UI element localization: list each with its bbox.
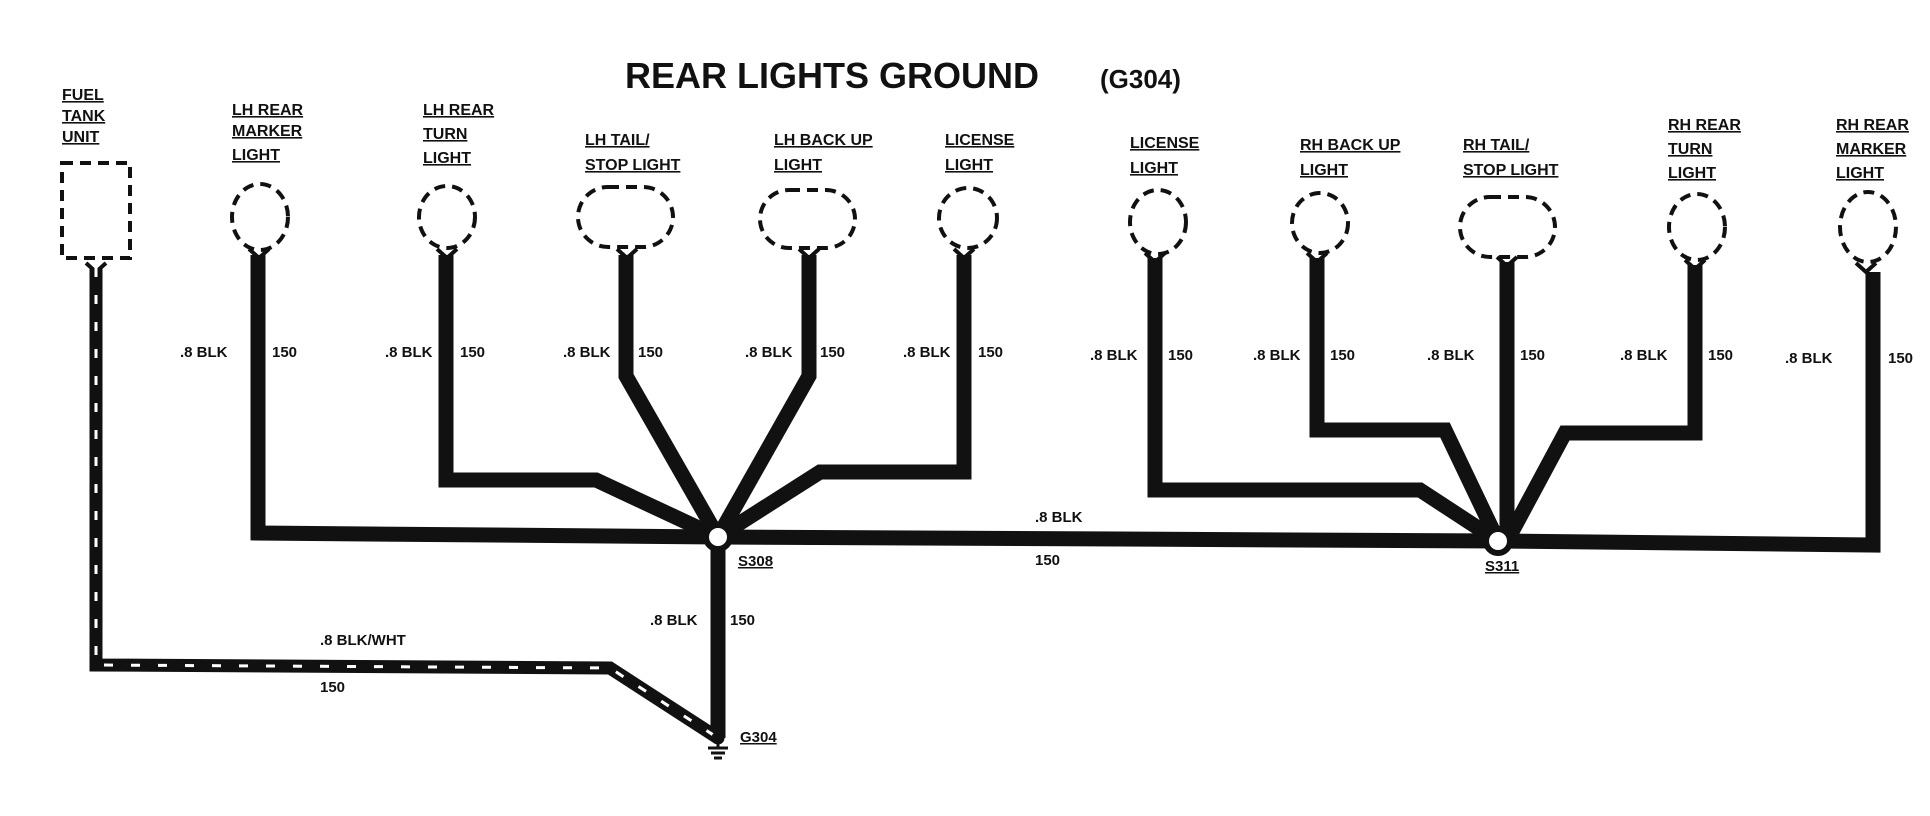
wire-label-trunk-color: .8 BLK — [1035, 509, 1083, 526]
wires-s311 — [1147, 258, 1703, 548]
fuel-tank-unit-label-line3: UNIT — [62, 129, 100, 146]
wire-label-lh-back-up-color: .8 BLK — [745, 344, 793, 361]
wire-label-lh-rear-marker-circuit: 150 — [272, 344, 297, 361]
lh-tail-stop-lamp — [576, 185, 675, 249]
rh-rear-turn-label-line3: LIGHT — [1668, 165, 1716, 182]
wire-label-license-right-color: .8 BLK — [1090, 347, 1138, 364]
wire-label-rh-back-up-circuit: 150 — [1330, 347, 1355, 364]
ground-label: G304 — [740, 729, 777, 746]
wire-label-lh-rear-turn-circuit: 150 — [460, 344, 485, 361]
wire-lh-rear-turn — [438, 255, 722, 544]
wire-label-rh-rear-marker-color: .8 BLK — [1785, 350, 1833, 367]
wire-label-trunk-circuit: 150 — [1035, 552, 1060, 569]
wire-license-right — [1147, 258, 1503, 548]
diagram-title-code: (G304) — [1100, 64, 1181, 94]
wire-label-ground-color: .8 BLK — [650, 612, 698, 629]
rh-tail-stop-label-line2: STOP LIGHT — [1463, 162, 1559, 179]
wire-label-rh-rear-turn-circuit: 150 — [1708, 347, 1733, 364]
splice-s308-label: S308 — [738, 553, 773, 570]
rh-back-up-lamp — [1290, 191, 1350, 255]
rh-rear-turn-label-line1: RH REAR — [1668, 117, 1741, 134]
wire-label-rh-tail-stop-circuit: 150 — [1520, 347, 1545, 364]
wire-lh-back-up — [711, 255, 817, 541]
license-right-lamp — [1128, 188, 1188, 256]
wire-label-rh-back-up-color: .8 BLK — [1253, 347, 1301, 364]
lh-rear-turn-label-line1: LH REAR — [423, 102, 495, 119]
lh-rear-turn-label-line2: TURN — [423, 126, 467, 143]
wire-label-fuel-tank-color: .8 BLK/WHT — [320, 632, 406, 649]
wire-label-lh-rear-marker-color: .8 BLK — [180, 344, 228, 361]
wire-label-license-left-circuit: 150 — [978, 344, 1003, 361]
wire-trunk-s308-s311 — [717, 529, 1499, 549]
rh-rear-turn-label-line2: TURN — [1668, 141, 1712, 158]
wire-label-rh-rear-marker-circuit: 150 — [1888, 350, 1913, 367]
wire-fuel-tank-blk-wht — [89, 268, 722, 744]
rh-back-up-label-line1: RH BACK UP — [1300, 137, 1401, 154]
rh-tail-stop-label-line1: RH TAIL/ — [1463, 137, 1530, 154]
lh-rear-marker-lamp — [230, 182, 290, 252]
lh-rear-marker-label-line1: LH REAR — [232, 102, 304, 119]
rh-rear-marker-lamp — [1838, 190, 1898, 264]
lh-rear-turn-lamp — [417, 184, 477, 250]
wire-label-lh-back-up-circuit: 150 — [820, 344, 845, 361]
wire-labels: .8 BLK 150 .8 BLK 150 .8 BLK 150 .8 BLK … — [180, 344, 1913, 696]
license-left-lamp — [937, 186, 999, 250]
wire-label-lh-tail-stop-circuit: 150 — [638, 344, 663, 361]
rh-back-up-label-line2: LIGHT — [1300, 162, 1348, 179]
fuel-tank-unit-label-line1: FUEL — [62, 87, 104, 104]
lh-tail-stop-label-line1: LH TAIL/ — [585, 132, 650, 149]
wire-label-rh-tail-stop-color: .8 BLK — [1427, 347, 1475, 364]
wire-lh-tail-stop — [618, 255, 725, 541]
splice-s308 — [703, 522, 733, 552]
lh-rear-turn-label-line3: LIGHT — [423, 150, 471, 167]
license-right-label-line1: LICENSE — [1130, 135, 1200, 152]
wire-lh-rear-marker — [250, 255, 719, 545]
rh-tail-stop-lamp — [1458, 195, 1557, 259]
splice-s311-label: S311 — [1485, 558, 1519, 575]
lh-back-up-label-line2: LIGHT — [774, 157, 822, 174]
wire-rh-rear-turn — [1500, 265, 1703, 545]
wire-license-left — [713, 255, 972, 544]
splice-s311 — [1483, 526, 1513, 556]
wire-label-lh-tail-stop-color: .8 BLK — [563, 344, 611, 361]
wire-rh-back-up — [1309, 258, 1505, 545]
ground-icon — [708, 731, 728, 760]
rh-rear-turn-lamp — [1667, 192, 1727, 262]
component-outlines — [60, 161, 1898, 264]
license-right-label-line2: LIGHT — [1130, 160, 1178, 177]
wire-label-fuel-tank-circuit: 150 — [320, 679, 345, 696]
lh-rear-marker-label-line3: LIGHT — [232, 147, 280, 164]
lh-tail-stop-label-line2: STOP LIGHT — [585, 157, 681, 174]
wires-s308 — [250, 255, 972, 545]
rh-rear-marker-label-line3: LIGHT — [1836, 165, 1884, 182]
fuel-tank-unit-label-line2: TANK — [62, 108, 106, 125]
wire-label-lh-rear-turn-color: .8 BLK — [385, 344, 433, 361]
fuel-tank-unit-outline — [60, 161, 132, 260]
wire-label-ground-circuit: 150 — [730, 612, 755, 629]
lh-rear-marker-label-line2: MARKER — [232, 123, 303, 140]
wire-rh-rear-marker — [1497, 272, 1881, 553]
rh-rear-marker-label-line1: RH REAR — [1836, 117, 1909, 134]
lh-back-up-label-line1: LH BACK UP — [774, 132, 873, 149]
device-labels: FUEL TANK UNIT LH REAR MARKER LIGHT LH R… — [62, 87, 1909, 182]
wire-label-rh-rear-turn-color: .8 BLK — [1620, 347, 1668, 364]
terminal-ticks — [84, 247, 1878, 275]
wire-label-license-right-circuit: 150 — [1168, 347, 1193, 364]
rh-rear-marker-label-line2: MARKER — [1836, 141, 1907, 158]
lh-back-up-lamp — [758, 188, 857, 250]
license-left-label-line2: LIGHT — [945, 157, 993, 174]
diagram-title: REAR LIGHTS GROUND — [625, 55, 1039, 96]
license-left-label-line1: LICENSE — [945, 132, 1015, 149]
wire-label-license-left-color: .8 BLK — [903, 344, 951, 361]
